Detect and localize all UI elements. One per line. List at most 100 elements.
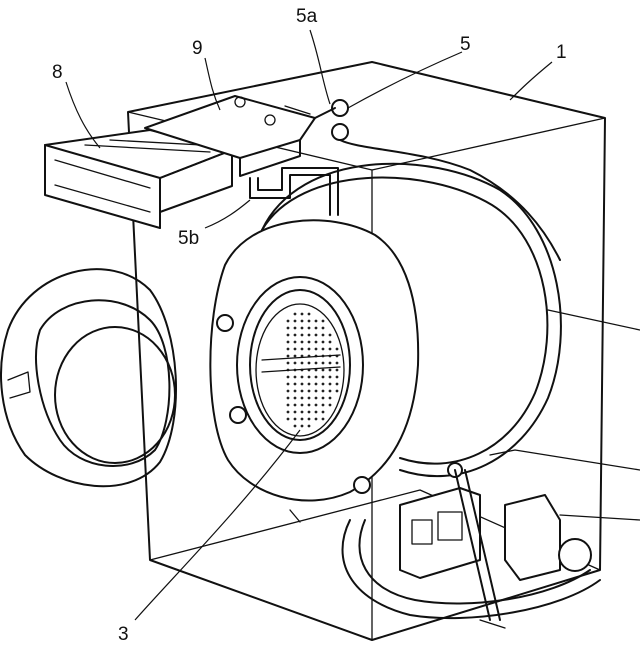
perforation-hole xyxy=(328,403,332,407)
perforation-hole xyxy=(307,333,311,337)
perforation-hole xyxy=(286,354,290,358)
perforation-hole xyxy=(328,361,332,365)
perforation-hole xyxy=(321,389,325,393)
perforation-hole xyxy=(328,368,332,372)
perforation-hole xyxy=(286,375,290,379)
perforation-hole xyxy=(307,424,311,428)
perforation-hole xyxy=(293,396,297,400)
detergent-drawer xyxy=(44,129,233,229)
perforation-hole xyxy=(300,396,304,400)
perforation-hole xyxy=(293,382,297,386)
perforation-hole xyxy=(307,347,311,351)
perforation-hole xyxy=(314,347,318,351)
perforation-hole xyxy=(307,389,311,393)
perforation-hole xyxy=(286,326,290,330)
mounting-bolts xyxy=(216,314,463,494)
perforation-hole xyxy=(293,389,297,393)
reference-labels: 1 3 5 5a 5b 8 9 xyxy=(52,6,567,645)
label-3: 3 xyxy=(118,624,129,645)
perforation-hole xyxy=(293,361,297,365)
perforation-hole xyxy=(328,333,332,337)
perforation-hole xyxy=(328,340,332,344)
perforation-hole xyxy=(300,312,304,316)
tub-drum xyxy=(261,162,640,478)
perforation-hole xyxy=(286,333,290,337)
label-9: 9 xyxy=(192,38,203,59)
perforation-hole xyxy=(307,340,311,344)
perforation-hole xyxy=(328,347,332,351)
perforation-hole xyxy=(314,333,318,337)
inner-drum xyxy=(255,303,345,437)
perforation-hole xyxy=(300,354,304,358)
perforation-hole xyxy=(314,375,318,379)
perforation-hole xyxy=(314,361,318,365)
label-8: 8 xyxy=(52,62,63,83)
perforation-hole xyxy=(314,417,318,421)
perforation-hole xyxy=(328,375,332,379)
perforation-hole xyxy=(321,417,325,421)
label-5: 5 xyxy=(460,34,471,55)
perforation-hole xyxy=(314,410,318,414)
perforation-hole xyxy=(335,375,339,379)
perforation-hole xyxy=(328,389,332,393)
perforation-hole xyxy=(300,403,304,407)
perforation-hole xyxy=(321,410,325,414)
perforation-hole xyxy=(321,340,325,344)
perforation-hole xyxy=(286,319,290,323)
perforation-hole xyxy=(300,347,304,351)
perforation-hole xyxy=(293,347,297,351)
perforation-hole xyxy=(314,340,318,344)
perforation-hole xyxy=(335,368,339,372)
perforation-hole xyxy=(300,340,304,344)
perforation-hole xyxy=(286,347,290,351)
perforation-hole xyxy=(293,333,297,337)
perforation-hole xyxy=(335,389,339,393)
perforation-hole xyxy=(307,326,311,330)
perforation-hole xyxy=(314,382,318,386)
water-valve-and-hoses xyxy=(249,99,561,261)
perforation-hole xyxy=(321,333,325,337)
drain-pump-assembly xyxy=(289,449,640,629)
perforation-hole xyxy=(293,375,297,379)
label-leaders xyxy=(65,29,553,621)
perforation-hole xyxy=(300,375,304,379)
perforation-hole xyxy=(300,410,304,414)
dispenser-housing xyxy=(144,95,316,177)
perforation-hole xyxy=(307,410,311,414)
perforation-hole xyxy=(321,347,325,351)
perforation-hole xyxy=(300,326,304,330)
perforation-hole xyxy=(293,424,297,428)
perforation-hole xyxy=(307,312,311,316)
perforation-hole xyxy=(293,319,297,323)
perforation-hole xyxy=(307,417,311,421)
label-5b: 5b xyxy=(178,228,199,249)
perforation-hole xyxy=(293,326,297,330)
perforation-hole xyxy=(335,382,339,386)
perforation-hole xyxy=(321,382,325,386)
door xyxy=(0,268,178,488)
perforation-hole xyxy=(307,361,311,365)
perforation-hole xyxy=(300,382,304,386)
perforation-hole xyxy=(307,319,311,323)
label-5a: 5a xyxy=(296,6,318,27)
perforation-hole xyxy=(321,375,325,379)
perforation-hole xyxy=(321,326,325,330)
perforation-hole xyxy=(286,403,290,407)
perforation-hole xyxy=(286,396,290,400)
perforation-hole xyxy=(300,361,304,365)
perforation-hole xyxy=(300,417,304,421)
perforation-hole xyxy=(314,389,318,393)
perforation-hole xyxy=(321,361,325,365)
perforation-hole xyxy=(307,375,311,379)
perforation-hole xyxy=(314,326,318,330)
perforation-hole xyxy=(300,333,304,337)
perforation-hole xyxy=(300,424,304,428)
perforation-hole xyxy=(321,368,325,372)
perforation-hole xyxy=(293,312,297,316)
perforation-hole xyxy=(314,403,318,407)
perforation-hole xyxy=(335,347,339,351)
perforation-hole xyxy=(321,396,325,400)
perforation-hole xyxy=(293,340,297,344)
perforation-hole xyxy=(328,396,332,400)
